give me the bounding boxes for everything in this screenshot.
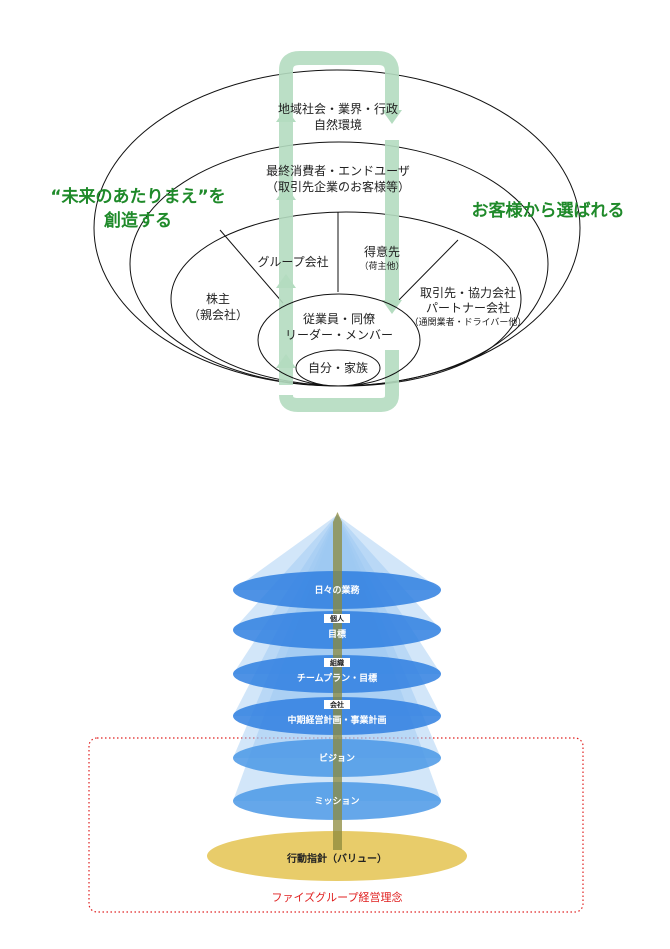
values-base (207, 831, 467, 881)
layer-tag-box (324, 658, 350, 667)
left-slogan-2: 創造する (103, 210, 172, 231)
frame-label: ファイズグループ経営理念 (271, 890, 402, 904)
layer-tag: 個人 (329, 614, 345, 623)
label-shareholders-2: （親会社） (188, 307, 248, 322)
divider-left (219, 229, 284, 304)
label-self: 自分・家族 (308, 360, 368, 375)
right-slogan: お客様から選ばれる (472, 200, 625, 221)
label-clients-1: 得意先 (364, 244, 400, 259)
philosophy-frame (88, 737, 584, 913)
label-consumers-1: 最終消費者・エンドユーザ (266, 163, 410, 178)
layer-tag-box (324, 614, 350, 623)
layer-label: チームプラン・目標 (297, 672, 377, 684)
cycle-arrow (279, 51, 399, 412)
core-pole (333, 522, 342, 850)
philosophy-diagram: 日々の業務個人目標組織チームプラン・目標会社中期経営計画・事業計画ビジョンミッシ… (88, 512, 584, 913)
layer-label: 中期経営計画・事業計画 (287, 714, 386, 726)
layer-label: 目標 (328, 628, 346, 640)
ring-self (295, 349, 381, 387)
label-group: グループ会社 (257, 254, 328, 269)
values-label: 行動指針（バリュー） (286, 852, 387, 865)
layer-tag: 会社 (330, 700, 344, 709)
label-partners-2: パートナー会社 (426, 300, 510, 315)
label-consumers-2: （取引先企業のお客様等） (266, 179, 410, 194)
left-slogan-1: “未来のあたりまえ”を (50, 186, 225, 207)
label-partners-1: 取引先・協力会社 (420, 285, 516, 300)
label-partners-3: （通関業者・ドライバー他） (410, 316, 527, 328)
label-clients-2: （荷主他） (359, 260, 404, 272)
layer-label: ミッション (314, 796, 359, 807)
layer-label: ビジョン (319, 752, 355, 764)
pole-tip (333, 512, 342, 522)
stakeholder-diagram: 地域社会・業界・行政 自然環境 最終消費者・エンドユーザ （取引先企業のお客様等… (50, 51, 625, 412)
label-employees-2: リーダー・メンバー (285, 327, 393, 342)
divider-right (394, 239, 459, 305)
layer-tag-box (324, 700, 350, 709)
label-employees-1: 従業員・同僚 (303, 311, 375, 326)
ring-consumers (129, 141, 549, 387)
arrowheads (276, 108, 402, 368)
label-shareholders-1: 株主 (206, 291, 230, 306)
label-society-2: 自然環境 (314, 117, 362, 132)
label-society-1: 地域社会・業界・行政 (278, 101, 398, 116)
layer-tag: 組織 (330, 658, 344, 667)
layer-label: 日々の業務 (314, 584, 360, 596)
